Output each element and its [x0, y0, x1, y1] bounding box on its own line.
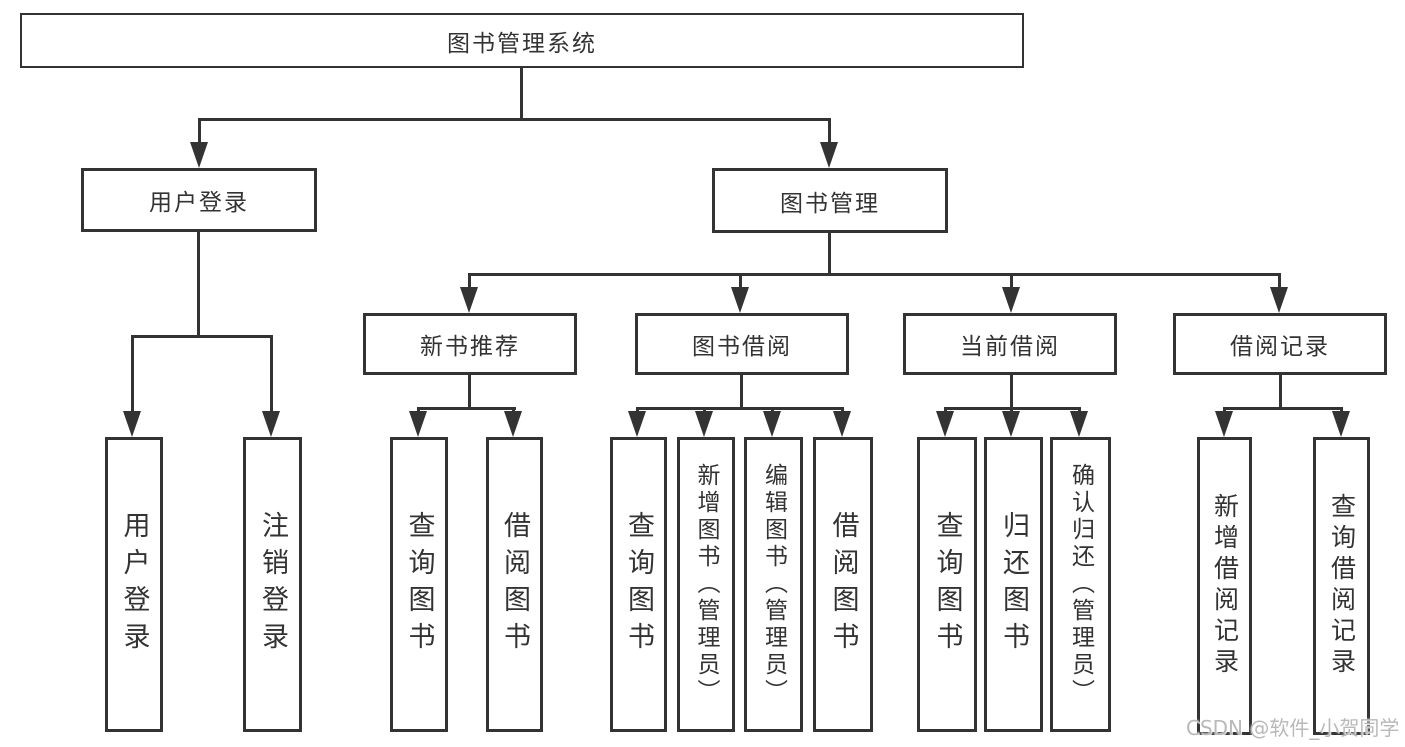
connector-line: [740, 375, 743, 407]
node-label: 归还图书: [998, 510, 1029, 659]
node-user-login-group: 用户登录: [81, 168, 317, 232]
connector-line: [131, 335, 134, 413]
arrow-down-icon: [833, 411, 851, 437]
node-label: 编辑图书（管理员）: [760, 463, 787, 706]
connector-line: [1279, 375, 1282, 407]
node-current-borrow: 当前借阅: [903, 313, 1117, 375]
node-label: 查询图书: [931, 510, 963, 659]
connector-line: [198, 118, 831, 121]
node-label: 当前借阅: [960, 334, 1060, 360]
arrow-down-icon: [504, 411, 522, 437]
connector-line: [197, 232, 200, 335]
node-label: 图书管理: [780, 190, 880, 217]
node-label: 用户登录: [118, 510, 150, 659]
node-new-book-rec: 新书推荐: [363, 313, 577, 375]
node-label: 借阅图书: [827, 510, 859, 659]
node-borrow-books-1: 借阅图书: [486, 437, 543, 732]
connector-line: [468, 375, 471, 407]
node-query-books-3: 查询图书: [917, 437, 977, 732]
arrow-down-icon: [1070, 411, 1088, 437]
node-confirm-return-admin: 确认归还（管理员）: [1050, 437, 1111, 732]
arrow-down-icon: [695, 411, 713, 437]
connector-line: [270, 335, 273, 413]
connector-line: [520, 68, 523, 118]
node-label: 新增借阅记录: [1210, 493, 1240, 679]
arrow-down-icon: [262, 411, 280, 437]
node-label: 查询图书: [623, 510, 654, 659]
node-label: 查询图书: [403, 510, 435, 659]
connector-line: [1223, 407, 1343, 410]
node-root: 图书管理系统: [20, 13, 1024, 68]
node-book-mgmt-group: 图书管理: [712, 168, 948, 233]
node-borrow-books-2: 借阅图书: [813, 437, 873, 732]
connector-line: [828, 118, 831, 152]
node-label: 图书管理系统: [447, 30, 597, 57]
node-label: 借阅记录: [1230, 334, 1330, 360]
connector-line: [131, 335, 273, 338]
arrow-down-icon: [763, 411, 781, 437]
connector-line: [1010, 273, 1013, 289]
node-borrow-records: 借阅记录: [1173, 313, 1387, 375]
node-logout: 注销登录: [243, 437, 302, 732]
node-book-borrow: 图书借阅: [635, 313, 849, 375]
node-query-borrow-record: 查询借阅记录: [1313, 437, 1370, 735]
arrow-down-icon: [1332, 411, 1350, 437]
connector-line: [739, 273, 742, 289]
arrow-down-icon: [731, 287, 749, 313]
arrow-down-icon: [628, 411, 646, 437]
node-label: 确认归还（管理员）: [1067, 463, 1094, 706]
node-label: 用户登录: [149, 190, 249, 216]
connector-line: [468, 273, 471, 289]
node-label: 新增图书（管理员）: [693, 463, 719, 706]
connector-line: [417, 407, 516, 410]
arrow-down-icon: [1215, 411, 1233, 437]
node-query-books-2: 查询图书: [610, 437, 667, 732]
node-add-books-admin: 新增图书（管理员）: [677, 437, 735, 732]
connector-line: [636, 407, 843, 410]
connector-line: [198, 118, 201, 152]
node-user-login: 用户登录: [105, 437, 163, 732]
node-return-books: 归还图书: [984, 437, 1043, 732]
arrow-down-icon: [123, 411, 141, 437]
connector-line: [1278, 273, 1281, 289]
connector-line: [468, 273, 1281, 276]
arrow-down-icon: [1002, 411, 1020, 437]
arrow-down-icon: [190, 142, 208, 168]
node-label: 查询借阅记录: [1327, 493, 1357, 679]
node-edit-books-admin: 编辑图书（管理员）: [744, 437, 803, 732]
connector-line: [1010, 375, 1013, 407]
node-label: 借阅图书: [499, 510, 530, 659]
connector-line: [828, 233, 831, 273]
arrow-down-icon: [409, 411, 427, 437]
node-label: 注销登录: [257, 510, 288, 659]
arrow-down-icon: [1270, 287, 1288, 313]
csdn-watermark: CSDN @软件_小贺同学: [1186, 716, 1400, 740]
node-query-books-1: 查询图书: [390, 437, 448, 732]
arrow-down-icon: [936, 411, 954, 437]
arrow-down-icon: [820, 142, 838, 168]
node-label: 图书借阅: [692, 334, 792, 360]
node-add-borrow-record: 新增借阅记录: [1197, 437, 1252, 735]
node-label: 新书推荐: [420, 334, 520, 360]
arrow-down-icon: [1002, 287, 1020, 313]
arrow-down-icon: [460, 287, 478, 313]
